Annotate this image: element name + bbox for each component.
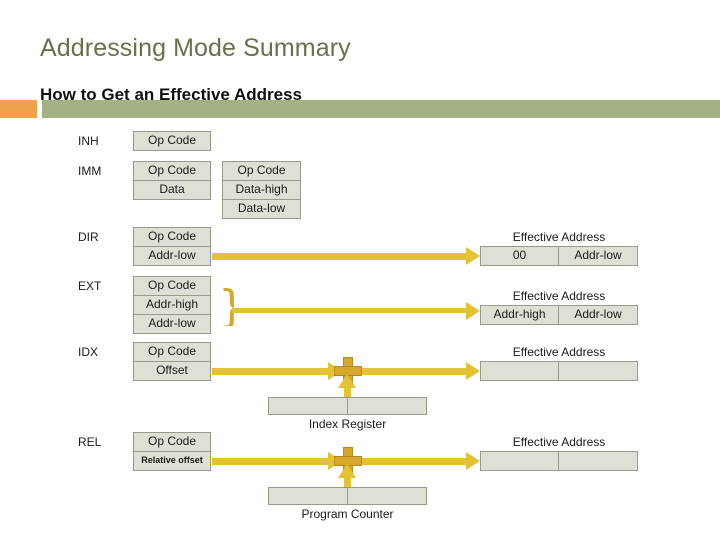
banner-bar-orange bbox=[0, 100, 37, 118]
mode-label-inh: INH bbox=[78, 134, 99, 148]
ext-cell-addr-low: Addr-low bbox=[133, 314, 211, 334]
idx-result-caption: Effective Address bbox=[512, 345, 606, 359]
idx-cell-opcode: Op Code bbox=[133, 342, 211, 362]
imm-cell-data: Data bbox=[133, 180, 211, 200]
index-register-caption: Index Register bbox=[308, 417, 387, 431]
idx-arrow-head-right-icon bbox=[466, 362, 480, 380]
dir-result-caption: Effective Address bbox=[512, 230, 606, 244]
banner-bar-green bbox=[42, 100, 720, 118]
mode-label-idx: IDX bbox=[78, 345, 99, 359]
mode-label-ext: EXT bbox=[78, 279, 102, 293]
ext-arrow-shaft bbox=[232, 308, 468, 313]
ext-cell-opcode: Op Code bbox=[133, 276, 211, 296]
ext-brace-icon: } bbox=[218, 288, 234, 326]
dir-result-cell-low: Addr-low bbox=[558, 246, 638, 266]
rel-cell-relative-offset: Relative offset bbox=[133, 451, 211, 471]
idx-arrow-head-up-icon bbox=[338, 374, 356, 388]
mode-label-imm: IMM bbox=[78, 164, 102, 178]
page-title: Addressing Mode Summary bbox=[40, 34, 351, 62]
rel-result-caption: Effective Address bbox=[512, 435, 606, 449]
mode-label-rel: REL bbox=[78, 435, 102, 449]
idx-result-cell-low bbox=[558, 361, 638, 381]
rel-result-cell-high bbox=[480, 451, 559, 471]
rel-arrow-head-up-icon bbox=[338, 464, 356, 478]
idx-result-cell-high bbox=[480, 361, 559, 381]
idx-arrow-shaft-left bbox=[212, 368, 332, 375]
inh-cell-opcode: Op Code bbox=[133, 131, 211, 151]
mode-label-dir: DIR bbox=[78, 230, 99, 244]
rel-cell-opcode: Op Code bbox=[133, 432, 211, 452]
imm16-cell-data-high: Data-high bbox=[222, 180, 301, 200]
program-counter-cell-high bbox=[268, 487, 348, 505]
dir-cell-addr-low: Addr-low bbox=[133, 246, 211, 266]
ext-result-caption: Effective Address bbox=[512, 289, 606, 303]
dir-arrow-shaft bbox=[212, 253, 468, 260]
ext-arrow-head-icon bbox=[466, 302, 480, 320]
page-subtitle: How to Get an Effective Address bbox=[40, 85, 302, 104]
ext-cell-addr-high: Addr-high bbox=[133, 295, 211, 315]
ext-result-cell-high: Addr-high bbox=[480, 305, 559, 325]
idx-cell-offset: Offset bbox=[133, 361, 211, 381]
rel-arrow-shaft-right bbox=[362, 458, 468, 465]
ext-result-cell-low: Addr-low bbox=[558, 305, 638, 325]
rel-arrow-shaft-left bbox=[212, 458, 332, 465]
index-register-cell-low bbox=[347, 397, 427, 415]
imm16-cell-data-low: Data-low bbox=[222, 199, 301, 219]
program-counter-cell-low bbox=[347, 487, 427, 505]
program-counter-caption: Program Counter bbox=[301, 507, 394, 521]
dir-result-cell-high: 00 bbox=[480, 246, 559, 266]
dir-arrow-head-icon bbox=[466, 247, 480, 265]
idx-arrow-shaft-right bbox=[362, 368, 468, 375]
dir-cell-opcode: Op Code bbox=[133, 227, 211, 247]
imm-cell-opcode: Op Code bbox=[133, 161, 211, 181]
rel-arrow-head-right-icon bbox=[466, 452, 480, 470]
rel-result-cell-low bbox=[558, 451, 638, 471]
imm16-cell-opcode: Op Code bbox=[222, 161, 301, 181]
index-register-cell-high bbox=[268, 397, 348, 415]
